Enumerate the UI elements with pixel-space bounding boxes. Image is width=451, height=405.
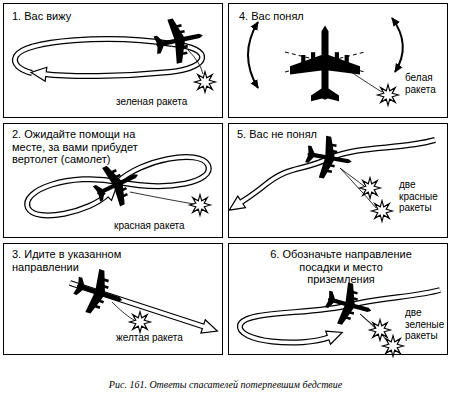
signal-panel: 1. Вас вижу зеленая ракета <box>3 3 223 118</box>
rocket-label: желтая ракета <box>116 332 216 344</box>
signal-panel: 6. Обозначьте направление посадки и мест… <box>228 243 448 355</box>
signal-heading: 3. Идите в указанном направлении <box>12 248 142 273</box>
figure-caption: Рис. 161. Ответы спасателей потерпевшим … <box>0 379 451 390</box>
rocket-label: красная ракета <box>114 220 214 232</box>
rocket-trail <box>188 50 203 74</box>
rocket-label: зеленая ракета <box>116 96 216 108</box>
rocket-trail <box>348 70 382 92</box>
signal-panel: 5. Вас не понял две красные ракеты <box>228 123 448 238</box>
signal-panel: 4. Вас понял белая ракета <box>228 3 448 118</box>
rocket-burst <box>383 336 404 357</box>
signal-panel: 3. Идите в указанном направлении желтая р… <box>3 243 223 355</box>
rocket-burst <box>372 201 393 222</box>
signal-heading: 4. Вас понял <box>239 10 389 23</box>
rocket-burst <box>130 312 151 333</box>
rocket-burst <box>195 72 216 93</box>
rocket-burst <box>378 85 399 106</box>
rocket-burst <box>190 195 211 216</box>
rocket-label: белая ракета <box>405 72 447 95</box>
rocket-label: две зеленые ракеты <box>405 307 447 342</box>
flight-path-band <box>15 39 172 73</box>
aircraft-symbol <box>303 133 356 183</box>
signal-heading: 6. Обозначьте направление посадки и мест… <box>266 248 416 286</box>
rocket-burst <box>370 320 391 341</box>
rocket-trail <box>112 302 134 320</box>
rocket-trail <box>340 168 364 186</box>
signal-heading: 2. Ожидайте помощи на месте, за вами при… <box>12 128 150 166</box>
rocking-arrow <box>248 22 258 88</box>
aircraft-symbol <box>322 278 377 331</box>
aircraft-symbol <box>290 26 360 102</box>
rocket-trail <box>130 192 194 204</box>
signal-heading: 5. Вас не понял <box>237 128 387 141</box>
flight-path-band <box>15 39 172 73</box>
signal-panel: 2. Ожидайте помощи на месте, за вами при… <box>3 123 223 238</box>
rocket-label: две красные ракеты <box>399 179 447 214</box>
signal-heading: 1. Вас вижу <box>12 10 162 23</box>
rocking-arrow <box>392 18 403 72</box>
aircraft-symbol <box>151 13 208 67</box>
rocket-burst <box>360 178 381 199</box>
